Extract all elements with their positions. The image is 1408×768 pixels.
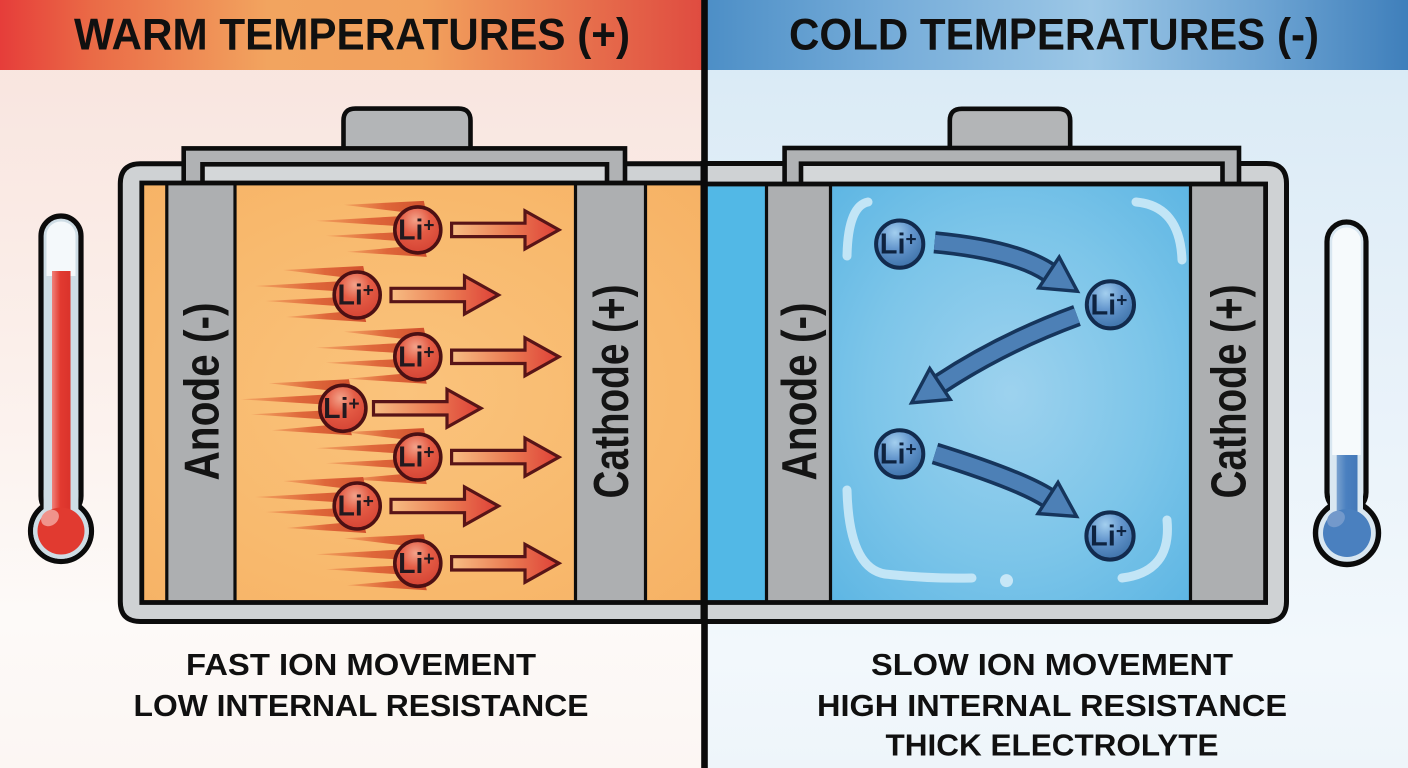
svg-text:Anode (-): Anode (-) (773, 303, 827, 481)
svg-text:COLD TEMPERATURES (-): COLD TEMPERATURES (-) (789, 10, 1319, 59)
svg-text:Li+: Li+ (398, 341, 434, 373)
svg-text:Anode (-): Anode (-) (176, 303, 230, 481)
svg-text:WARM TEMPERATURES (+): WARM TEMPERATURES (+) (74, 10, 630, 59)
svg-text:FAST ION MOVEMENT: FAST ION MOVEMENT (186, 648, 536, 682)
svg-text:HIGH INTERNAL RESISTANCE: HIGH INTERNAL RESISTANCE (817, 689, 1287, 723)
svg-text:Li+: Li+ (880, 438, 917, 470)
svg-text:SLOW ION MOVEMENT: SLOW ION MOVEMENT (871, 648, 1233, 682)
svg-text:Li+: Li+ (323, 393, 359, 425)
svg-text:Cathode (+): Cathode (+) (585, 285, 639, 499)
svg-text:LOW INTERNAL RESISTANCE: LOW INTERNAL RESISTANCE (134, 689, 589, 723)
svg-text:THICK ELECTROLYTE: THICK ELECTROLYTE (886, 729, 1219, 763)
svg-text:Cathode (+): Cathode (+) (1203, 285, 1257, 499)
